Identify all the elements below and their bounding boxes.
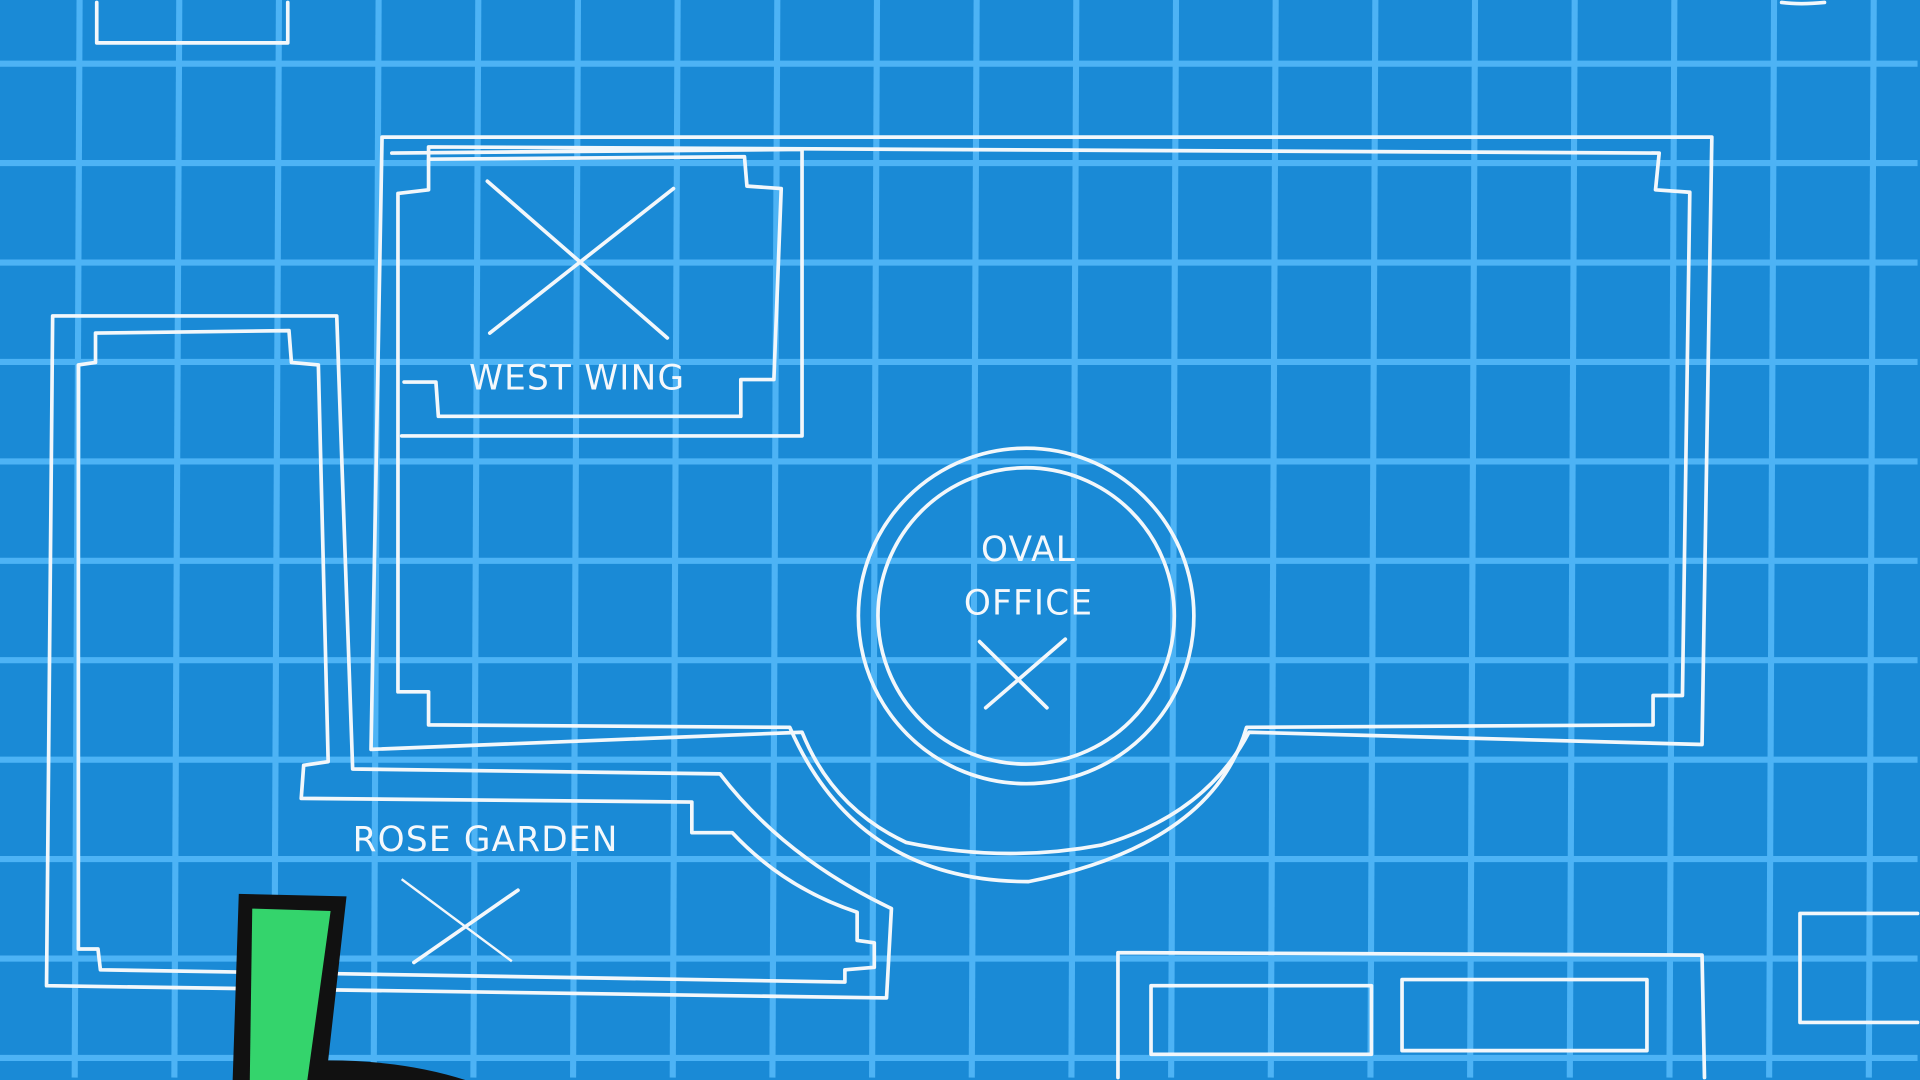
- east-room-1: [1149, 983, 1374, 1057]
- green-character-fill: [249, 908, 331, 1080]
- east-building-outline: [1116, 950, 1707, 1080]
- main-building-inner: [396, 145, 1692, 884]
- grid-line-vertical: [171, 0, 183, 1078]
- colonnade-outline: [44, 314, 894, 1000]
- grid-line-vertical: [1865, 0, 1877, 1078]
- grid-line-vertical: [669, 0, 681, 1078]
- far-east-building: [1798, 911, 1920, 1025]
- oval-office-x-stroke: [983, 637, 1068, 710]
- west-wing-x-stroke: [487, 186, 676, 335]
- room-outline-top: [94, 0, 290, 45]
- grid-line-vertical: [1467, 0, 1479, 1078]
- grid-line-vertical: [1367, 0, 1379, 1078]
- rose-garden-label: ROSE GARDEN: [353, 820, 619, 860]
- grid-line-vertical: [968, 0, 980, 1078]
- colonnade-inner: [76, 328, 877, 984]
- grid-line-vertical: [470, 0, 482, 1078]
- top-right-fragment: [1779, 0, 1827, 6]
- oval-office-outer-ring: [856, 446, 1196, 786]
- grid-line-vertical: [1766, 0, 1778, 1078]
- grid-line-vertical: [570, 0, 582, 1078]
- oval-office-inner-ring: [876, 465, 1177, 766]
- west-wing-inner: [402, 154, 784, 419]
- west-wing-label: WEST WING: [469, 358, 685, 398]
- west-wing-outline: [390, 147, 804, 438]
- office-label: OFFICE: [964, 584, 1093, 624]
- grid-line-vertical: [1267, 0, 1279, 1078]
- grid-line-vertical: [1566, 0, 1578, 1078]
- rose-garden-x-stroke: [412, 888, 520, 965]
- oval-office-x-icon: [977, 639, 1049, 710]
- west-wing-x-icon: [485, 179, 670, 340]
- oval-label: OVAL: [981, 530, 1076, 570]
- grid-line-vertical: [1666, 0, 1678, 1078]
- grid-line-vertical: [1068, 0, 1080, 1078]
- rose-garden-x-icon: [400, 878, 513, 963]
- east-room-2: [1400, 977, 1649, 1053]
- main-building-outline: [369, 135, 1714, 856]
- grid-line-vertical: [769, 0, 781, 1078]
